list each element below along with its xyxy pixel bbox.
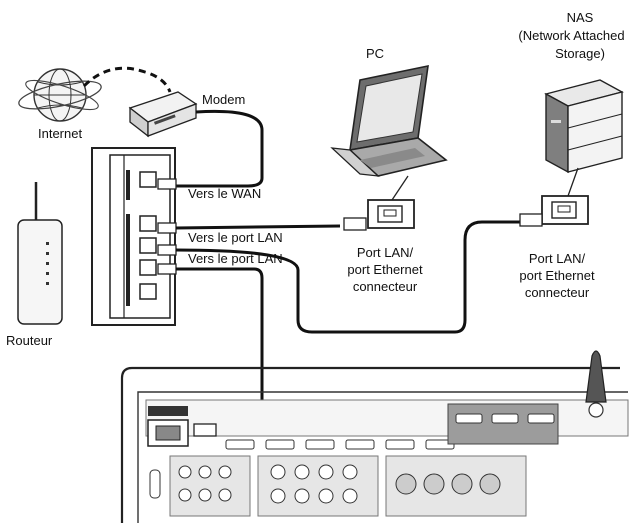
router-label: Routeur (6, 333, 53, 348)
pc-port-label-line1: Port LAN/ (356, 245, 414, 260)
cable-modem-to-wan (160, 109, 264, 188)
to-wan-label: Vers le WAN (188, 186, 262, 201)
cable-router-to-pc (175, 224, 341, 230)
router-port-panel (91, 147, 177, 326)
nas-server-icon (544, 79, 624, 174)
globe-icon (18, 68, 102, 122)
nas-label-line3: Storage) (555, 46, 605, 61)
to-lan-label-2: Vers le port LAN (188, 251, 283, 266)
internet-modem-link (82, 66, 172, 93)
nas-lan-port (519, 167, 589, 227)
nas-port-label-line1: Port LAN/ (528, 251, 586, 266)
modem-label: Modem (202, 92, 246, 107)
nas-label-line2: (Network Attached (518, 28, 625, 43)
av-receiver-icon (120, 350, 629, 523)
modem-icon (128, 91, 198, 138)
nas-label-line1: NAS (566, 10, 594, 25)
nas-port-label-line2: port Ethernet (519, 268, 595, 283)
cable-router-to-nas (175, 220, 520, 334)
pc-port-label-line3: connecteur (352, 279, 418, 294)
internet-label: Internet (38, 126, 83, 141)
nas-port-label-line3: connecteur (524, 285, 590, 300)
pc-lan-port (343, 175, 415, 231)
router-icon (17, 182, 63, 325)
laptop-icon (330, 64, 448, 177)
pc-port-label-line2: port Ethernet (347, 262, 423, 277)
pc-label: PC (366, 46, 385, 61)
to-lan-label-1: Vers le port LAN (188, 230, 283, 245)
